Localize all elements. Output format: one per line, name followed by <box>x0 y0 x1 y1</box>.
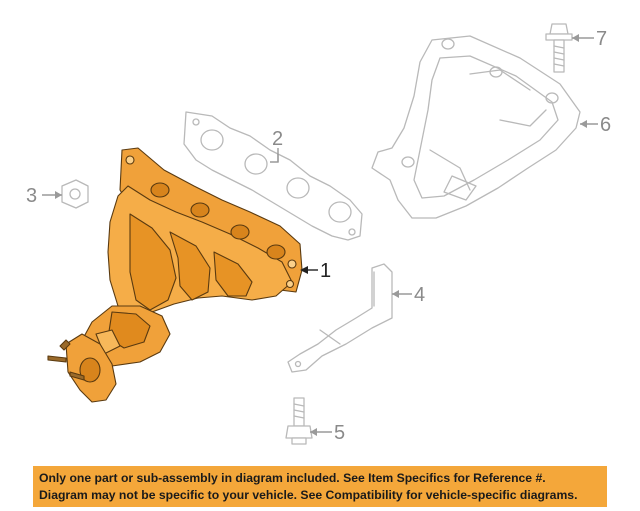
disclaimer-line-2: Diagram may not be specific to your vehi… <box>39 488 578 502</box>
svg-text:3: 3 <box>26 185 37 207</box>
svg-text:2: 2 <box>272 128 283 150</box>
svg-text:1: 1 <box>320 260 331 282</box>
bolt-part-bottom <box>285 397 313 445</box>
svg-text:4: 4 <box>414 284 425 306</box>
svg-text:6: 6 <box>600 114 611 136</box>
bolt-part-top <box>545 23 573 73</box>
callout-1: 1 <box>300 260 331 282</box>
disclaimer-line-1: Only one part or sub-assembly in diagram… <box>39 471 546 485</box>
callout-4: 4 <box>392 284 425 306</box>
exhaust-manifold-part <box>47 147 303 403</box>
svg-text:5: 5 <box>334 422 345 444</box>
heat-shield-part <box>371 35 581 219</box>
callout-7: 7 <box>572 28 607 50</box>
svg-text:7: 7 <box>596 28 607 50</box>
exhaust-gasket-part <box>183 111 363 241</box>
callout-5: 5 <box>310 422 345 444</box>
callout-6: 6 <box>580 114 611 136</box>
disclaimer-banner: Only one part or sub-assembly in diagram… <box>33 466 607 507</box>
parts-diagram: 1 2 3 4 5 6 7 <box>26 23 611 445</box>
callout-2: 2 <box>270 128 283 163</box>
callout-3: 3 <box>26 185 62 207</box>
bracket-part <box>287 263 393 373</box>
nut-part <box>61 179 89 209</box>
